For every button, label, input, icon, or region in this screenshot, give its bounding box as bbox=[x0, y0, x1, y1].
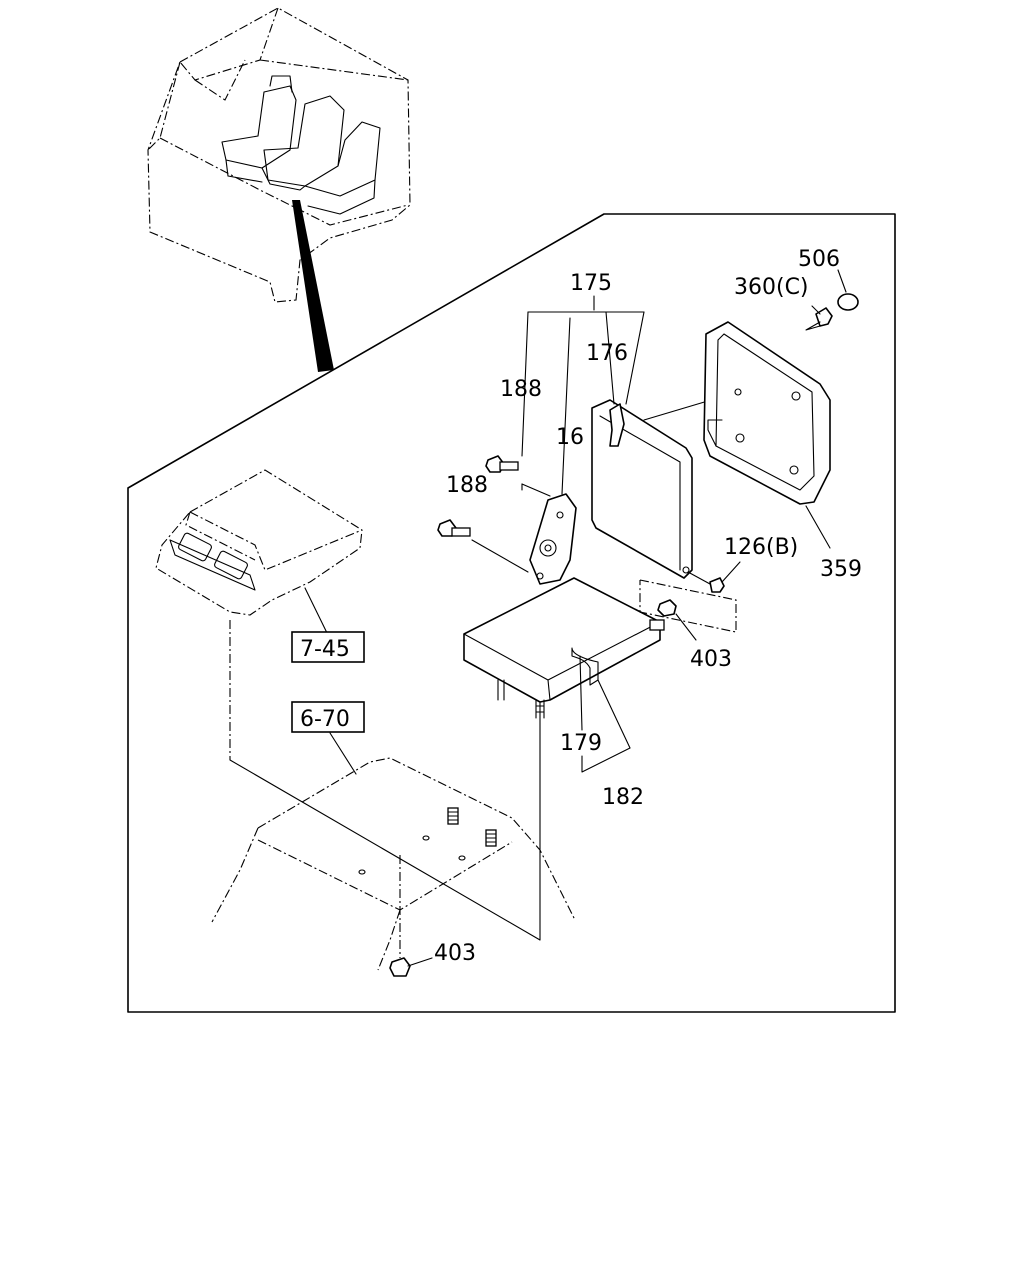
seat-cushion-part bbox=[463, 577, 665, 749]
console-box-part bbox=[155, 469, 363, 636]
reference-6-70: 6-70 bbox=[291, 701, 365, 775]
callout-188-top: 188 bbox=[500, 377, 542, 402]
clip-360 bbox=[805, 305, 833, 331]
hinge-bracket-part bbox=[529, 317, 577, 585]
fastener-126 bbox=[687, 561, 741, 593]
callout-403-bottom: 403 bbox=[434, 941, 476, 966]
bolt-188-lower bbox=[437, 519, 529, 573]
detail-frame bbox=[127, 213, 896, 1013]
bracket-175 bbox=[521, 295, 645, 457]
leader-359 bbox=[805, 505, 831, 549]
bolt-188-upper bbox=[485, 455, 551, 497]
callout-126: 126(B) bbox=[724, 535, 798, 560]
reference-7-45-label: 7-45 bbox=[300, 637, 350, 662]
cab-overview bbox=[147, 7, 411, 372]
bracket-182 bbox=[581, 747, 631, 773]
reference-6-70-label: 6-70 bbox=[300, 707, 350, 732]
callout-175: 175 bbox=[570, 271, 612, 296]
stud-bolt bbox=[447, 807, 459, 825]
nut-403-right bbox=[657, 599, 697, 641]
floor-base-part bbox=[211, 620, 576, 971]
cap-506 bbox=[837, 269, 859, 311]
callout-176: 176 bbox=[586, 341, 628, 366]
callout-16: 16 bbox=[556, 425, 584, 450]
callout-403-right: 403 bbox=[690, 647, 732, 672]
stud-bolt bbox=[485, 829, 497, 847]
reference-7-45: 7-45 bbox=[291, 631, 365, 663]
callout-182: 182 bbox=[602, 785, 644, 810]
callout-506: 506 bbox=[798, 247, 840, 272]
callout-labels: 175 176 188 16 188 506 360(C) 359 126(B)… bbox=[434, 247, 862, 966]
callout-188-bottom: 188 bbox=[446, 473, 488, 498]
callout-179: 179 bbox=[560, 731, 602, 756]
seat-back-cover-part bbox=[703, 321, 831, 505]
fastener-zone bbox=[639, 579, 737, 633]
seat-back-panel-part bbox=[591, 391, 739, 579]
callout-359: 359 bbox=[820, 557, 862, 582]
callout-360: 360(C) bbox=[734, 275, 809, 300]
nut-403-bottom bbox=[389, 957, 433, 977]
